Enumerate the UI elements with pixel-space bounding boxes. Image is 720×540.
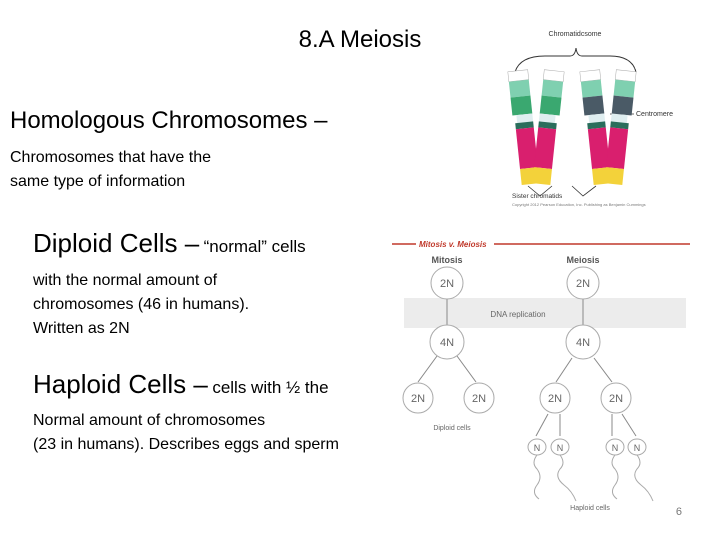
cell-4n: [565, 324, 601, 360]
top-brace: [514, 47, 637, 73]
haploid-heading: Haploid Cells –: [33, 369, 208, 399]
diploid-def-line: with the normal amount of: [33, 272, 218, 289]
cell-label: 2N: [609, 393, 623, 405]
cell-2n: [539, 382, 571, 414]
page-number: 6: [675, 506, 682, 518]
chromosome-label-right: Centromere: [636, 111, 673, 118]
col-meiosis: Meiosis: [566, 255, 599, 265]
chromatid: [507, 69, 540, 185]
haploid-def-line: (23 in humans). Describes eggs and sperm: [33, 436, 339, 453]
cell-label: 4N: [440, 337, 454, 349]
haploid-cells-label: Haploid cells: [570, 505, 610, 512]
col-mitosis: Mitosis: [431, 255, 462, 265]
chromosome-label-bottom: Sister chromatids: [512, 193, 563, 200]
cells: 2N 2N 4N 4N 2N 2N 2N 2N Diploid cells N: [402, 266, 654, 512]
cell-2n: [402, 382, 434, 414]
flow-arrows: [417, 296, 637, 437]
diploid-heading-line: Diploid Cells – “normal” cells: [33, 228, 306, 259]
cell-label: 2N: [472, 393, 486, 405]
homologous-def-line: Chromosomes that have the: [10, 149, 211, 166]
cell-2n: [566, 266, 600, 300]
cell-label: N: [634, 443, 641, 453]
cell-label: N: [612, 443, 619, 453]
replication-band: [404, 298, 686, 328]
replication-label: DNA replication: [490, 310, 545, 319]
diploid-heading: Diploid Cells –: [33, 228, 200, 258]
sister-pointers: [527, 185, 597, 197]
cell-2n: [463, 382, 495, 414]
diploid-def-line: chromosomes (46 in humans).: [33, 296, 250, 313]
cell-2n: [600, 382, 632, 414]
sperm-tails: [533, 454, 654, 502]
cell-label: 4N: [576, 337, 590, 349]
homologous-def-line: same type of information: [10, 173, 186, 190]
chromosome-right: [579, 69, 637, 185]
homologous-definition: Chromosomes that have the same type of i…: [10, 146, 211, 194]
chromatid: [604, 69, 637, 185]
cell-4n: [429, 324, 465, 360]
haploid-heading-small: cells with ½ the: [212, 378, 329, 397]
haploid-heading-line: Haploid Cells – cells with ½ the: [33, 369, 329, 400]
meiosis-fig-title: Mitosis v. Meiosis: [419, 240, 487, 249]
haploid-def-line: Normal amount of chromosomes: [33, 412, 266, 429]
cell-label: 2N: [576, 278, 590, 290]
cell-label: 2N: [411, 393, 425, 405]
diploid-definition: with the normal amount of chromosomes (4…: [33, 269, 249, 341]
haploid-definition: Normal amount of chromosomes (23 in huma…: [33, 409, 339, 457]
cell-label: N: [534, 443, 541, 453]
cell-2n: [430, 266, 464, 300]
cell-label: 2N: [440, 278, 454, 290]
chromatid: [532, 69, 565, 185]
chromatid: [579, 69, 612, 185]
diploid-heading-small: “normal” cells: [203, 237, 306, 256]
cell-label: 2N: [548, 393, 562, 405]
chromosome-label-top: Chromatidcsome: [549, 31, 602, 38]
diploid-def-line: Written as 2N: [33, 320, 130, 337]
homologous-heading: Homologous Chromosomes –: [10, 107, 328, 134]
sperm-cells: [527, 438, 647, 456]
chromosome-caption: Copyright 2012 Pearson Education, Inc. P…: [512, 202, 646, 207]
cell-label: N: [557, 443, 564, 453]
diploid-cells-label: Diploid cells: [433, 425, 471, 432]
chromosome-left: [507, 69, 565, 185]
slide-title: 8.A Meiosis: [298, 26, 422, 53]
